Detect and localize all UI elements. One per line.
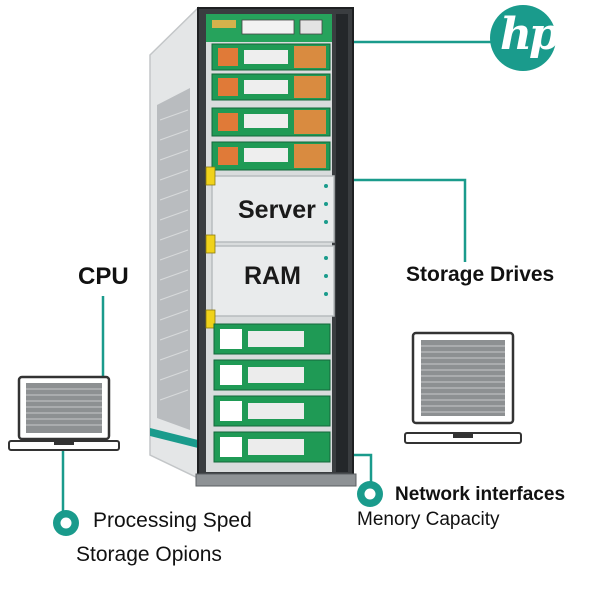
bullet-processing [53,510,79,536]
cpu-label: CPU [78,263,129,290]
drive-bay [213,359,331,391]
drive-bay [211,141,331,171]
tower-base [195,473,357,487]
storage-drives-label: Storage Drives [406,263,555,286]
ram-led-2 [205,309,216,329]
drive-bay [211,107,331,137]
server-panel [211,175,335,243]
drive-bay [213,395,331,427]
processing-speed-label: Processing Sped [93,509,252,532]
hp-logo-badge [490,5,556,71]
monitor-icon [404,331,522,444]
lower-drive-bays [213,323,331,463]
bullet-network [357,481,383,507]
top-chip-small [299,19,323,35]
network-interfaces-label: Network interfaces [395,484,566,505]
laptop-icon [8,375,120,451]
top-chip [241,19,295,35]
front-right-rail [336,14,348,472]
ram-led-1 [205,234,216,254]
drive-bay [213,431,331,463]
side-vent-grille [157,88,190,430]
hp-logo-text: hp [500,9,560,60]
drive-bay [211,43,331,71]
memory-capacity-label: Menory Capacity [357,509,500,530]
panel-indicator-dots [324,184,328,296]
upper-drive-bays [211,43,331,171]
top-connector [212,20,236,28]
storage-options-label: Storage Opions [76,543,222,566]
ram-panel [211,245,335,317]
server-panel-label: Server [238,196,316,224]
server-tower [149,6,357,487]
drive-bay [211,73,331,101]
server-led [205,166,216,186]
ram-panel-label: RAM [244,262,301,290]
connector-storage [342,178,467,262]
drive-bay [213,323,331,355]
side-vent-pattern [159,109,189,401]
side-accent-stripe [150,428,198,448]
